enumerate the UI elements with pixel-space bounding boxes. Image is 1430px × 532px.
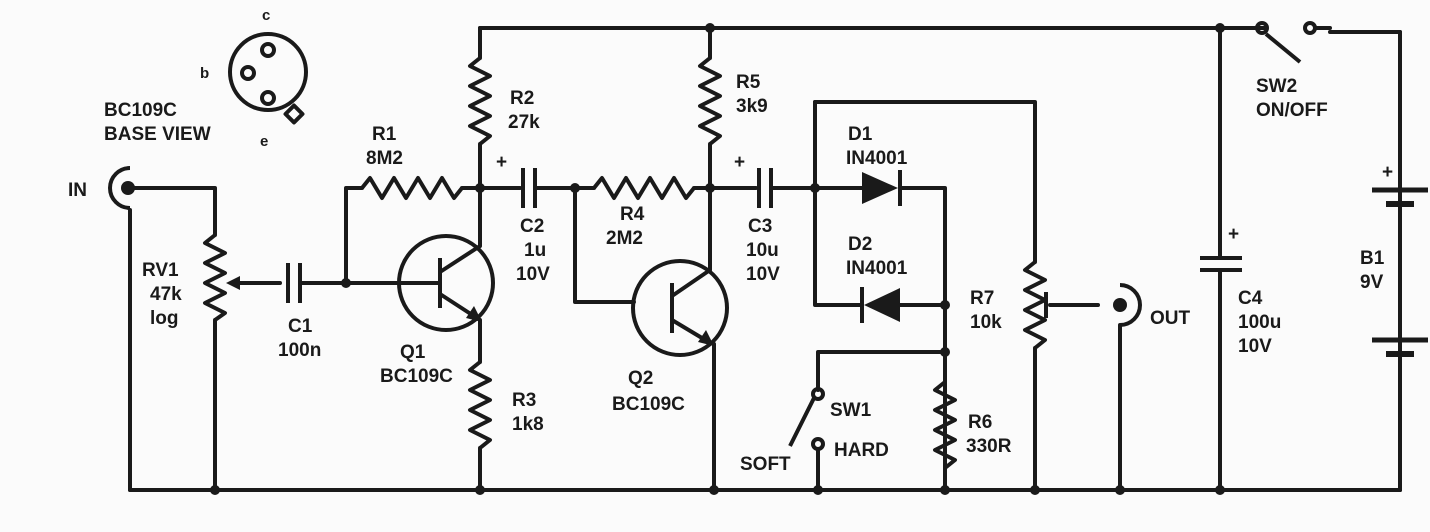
resistor-r6: R6 330R [933, 380, 1012, 470]
transistor-q2: Q2 BC109C [612, 186, 729, 492]
sw1-hard-label: HARD [834, 440, 889, 461]
r2-ref: R2 [510, 88, 534, 109]
c1-ref: C1 [288, 316, 313, 337]
d1-ref: D1 [848, 124, 873, 145]
transistor-q1: Q1 BC109C [344, 186, 495, 387]
r1-value: 8M2 [366, 148, 403, 169]
r4-value: 2M2 [606, 228, 643, 249]
capacitor-c1: C1 100n [278, 263, 348, 361]
c1-value: 100n [278, 340, 321, 361]
c4-ref: C4 [1238, 288, 1263, 309]
sw2-value: ON/OFF [1256, 100, 1328, 121]
q1-ref: Q1 [400, 342, 426, 363]
b1-ref: B1 [1360, 248, 1385, 269]
b1-value: 9V [1360, 272, 1384, 293]
resistor-r3: R3 1k8 [468, 360, 544, 492]
transistor-pinout-diagram: c b e BC109C BASE VIEW [104, 7, 308, 150]
r3-value: 1k8 [512, 414, 544, 435]
r5-ref: R5 [736, 72, 761, 93]
rv1-taper: log [150, 308, 179, 329]
c2-plus: + [496, 152, 507, 173]
b1-plus: + [1382, 162, 1393, 183]
resistor-r1: R1 8M2 [344, 124, 522, 285]
pinout-subtitle: BASE VIEW [104, 124, 211, 145]
c4-plus: + [1228, 224, 1239, 245]
capacitor-c4: + C4 100u 10V [1200, 26, 1281, 492]
c4-voltage: 10V [1238, 336, 1272, 357]
sw1-ref: SW1 [830, 400, 872, 421]
r2-value: 27k [508, 112, 540, 133]
r6-ref: R6 [968, 412, 992, 433]
input-jack: IN [68, 166, 217, 492]
r7-value: 10k [970, 312, 1002, 333]
sw1-soft-label: SOFT [740, 454, 791, 475]
pin-e-label: e [260, 133, 268, 150]
output-jack: OUT [1113, 283, 1191, 492]
capacitor-c3: + C3 10u 10V [734, 152, 868, 285]
c2-value: 1u [524, 240, 546, 261]
pinout-title: BC109C [104, 100, 177, 121]
r7-ref: R7 [970, 288, 994, 309]
r5-value: 3k9 [736, 96, 768, 117]
d2-ref: D2 [848, 234, 872, 255]
c4-value: 100u [1238, 312, 1281, 333]
q2-type: BC109C [612, 394, 685, 415]
c3-voltage: 10V [746, 264, 780, 285]
r3-ref: R3 [512, 390, 536, 411]
q1-type: BC109C [380, 366, 453, 387]
pin-c-label: c [262, 7, 270, 24]
potentiometer-rv1: RV1 47k log [142, 233, 282, 492]
potentiometer-r7: R7 10k [813, 100, 1100, 492]
d2-value: IN4001 [846, 258, 908, 279]
d1-value: IN4001 [846, 148, 908, 169]
pin-b-label: b [200, 65, 209, 82]
input-label: IN [68, 180, 87, 201]
resistor-r4: R4 2M2 [573, 176, 758, 304]
q2-ref: Q2 [628, 368, 653, 389]
c3-ref: C3 [748, 216, 772, 237]
r1-ref: R1 [372, 124, 397, 145]
c3-plus: + [734, 152, 745, 173]
sw2-ref: SW2 [1256, 76, 1297, 97]
diode-d2: D2 IN4001 [813, 100, 947, 323]
junction-dots [210, 23, 1225, 495]
r6-value: 330R [966, 436, 1012, 457]
resistor-r2: R2 27k [468, 26, 540, 190]
capacitor-c2: + C2 1u 10V [496, 152, 596, 285]
diode-d1: D1 IN4001 [846, 124, 947, 492]
r4-ref: R4 [620, 204, 645, 225]
c2-ref: C2 [520, 216, 544, 237]
rv1-value: 47k [150, 284, 182, 305]
c3-value: 10u [746, 240, 779, 261]
switch-sw2: SW2 ON/OFF [1255, 21, 1332, 121]
c2-voltage: 10V [516, 264, 550, 285]
battery-b1: + B1 9V [1360, 30, 1428, 492]
output-label: OUT [1150, 308, 1191, 329]
rv1-ref: RV1 [142, 260, 179, 281]
switch-sw1: SW1 HARD SOFT [740, 350, 947, 492]
